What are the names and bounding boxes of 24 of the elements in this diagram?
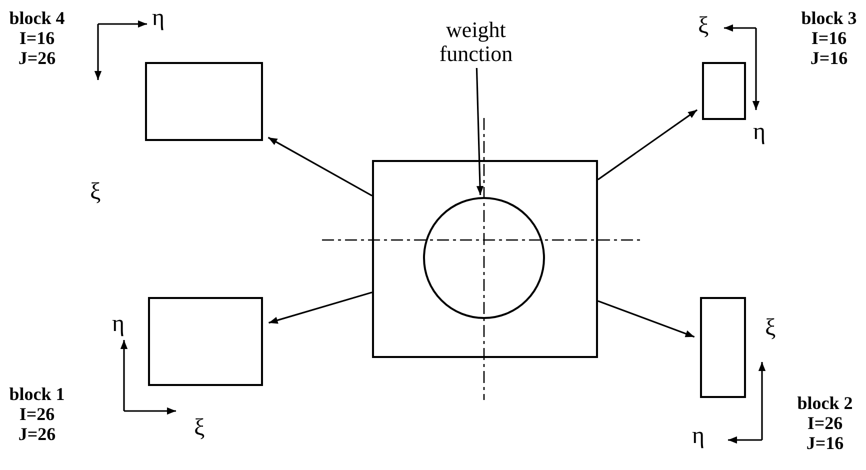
axis-label: ξ xyxy=(698,14,709,38)
axis-label: ξ xyxy=(90,180,101,204)
block-rectangle xyxy=(372,160,598,358)
axis-label: η xyxy=(152,6,165,30)
callout-text: weight function xyxy=(410,18,542,68)
arrow xyxy=(476,68,484,196)
arrow xyxy=(598,109,698,180)
arrow xyxy=(598,300,695,338)
arrow xyxy=(268,292,372,324)
arrow xyxy=(268,136,372,196)
weight-circle xyxy=(423,197,545,319)
axis-label: η xyxy=(753,120,766,144)
axis-label: ξ xyxy=(765,316,776,340)
block-rectangle xyxy=(145,62,263,141)
block-label: block 3 I=16 J=16 xyxy=(800,8,858,68)
block-rectangle xyxy=(700,297,746,398)
block-rectangle xyxy=(702,62,746,120)
block-label: block 2 I=26 J=16 xyxy=(796,393,854,453)
axis-label: η xyxy=(112,312,125,336)
block-label: block 4 I=16 J=26 xyxy=(8,8,66,68)
block-rectangle xyxy=(148,297,263,386)
axis-label: ξ xyxy=(194,416,205,440)
block-label: block 1 I=26 J=26 xyxy=(8,384,66,444)
axis-label: η xyxy=(692,424,705,448)
